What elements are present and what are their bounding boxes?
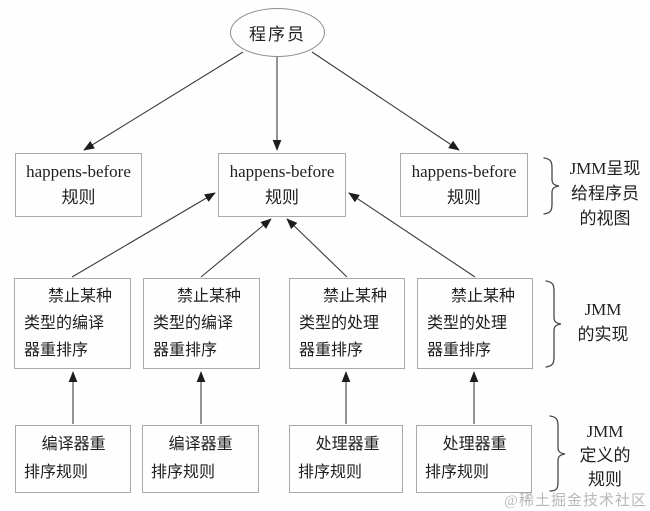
- arrow-line: [311, 51, 460, 151]
- impl-box-processor-1: 禁止某种 类型的处理 器重排序: [289, 278, 405, 369]
- brace-implementation: [545, 280, 562, 368]
- arrow-line: [71, 192, 216, 278]
- box-label: happens-before 规则: [26, 162, 131, 207]
- rule-box-processor-2: 处理器重 排序规则: [416, 425, 532, 493]
- happens-before-box-2: happens-before 规则: [218, 153, 346, 217]
- brace-rules: [549, 415, 566, 492]
- brace-view: [543, 157, 560, 215]
- arrow-line: [348, 192, 476, 278]
- rule-box-compiler-1: 编译器重 排序规则: [15, 425, 131, 493]
- watermark: @稀土掘金技术社区: [504, 493, 647, 509]
- impl-box-compiler-2: 禁止某种 类型的编译 器重排序: [143, 278, 260, 369]
- box-label: 处理器重 排序规则: [298, 436, 380, 481]
- box-label: 禁止某种 类型的编译 器重排序: [153, 288, 242, 359]
- box-label: happens-before 规则: [411, 162, 517, 207]
- box-label: 禁止某种 类型的编译 器重排序: [24, 288, 113, 359]
- box-label: 编译器重 排序规则: [24, 436, 106, 481]
- arrow-line: [286, 218, 348, 278]
- box-label: 禁止某种 类型的处理 器重排序: [427, 288, 516, 359]
- rule-box-compiler-2: 编译器重 排序规则: [142, 425, 259, 493]
- annotation-jmm-implementation: JMM 的实现: [577, 300, 629, 344]
- happens-before-box-1: happens-before 规则: [15, 153, 142, 217]
- programmer-node: 程序员: [230, 8, 325, 57]
- arrow-line: [200, 218, 272, 278]
- annotation-jmm-view: JMM呈现 给程序员 的视图: [569, 159, 641, 228]
- impl-box-processor-2: 禁止某种 类型的处理 器重排序: [417, 278, 533, 369]
- box-label: happens-before 规则: [229, 162, 335, 207]
- box-label: 禁止某种 类型的处理 器重排序: [299, 288, 388, 359]
- arrow-line: [83, 51, 244, 151]
- rule-box-processor-1: 处理器重 排序规则: [289, 425, 403, 493]
- annotation-jmm-rules: JMM 定义的 规则: [579, 422, 631, 489]
- box-label: 编译器重 排序规则: [151, 436, 233, 481]
- box-label: 处理器重 排序规则: [425, 436, 507, 481]
- happens-before-box-3: happens-before 规则: [400, 153, 528, 217]
- programmer-label: 程序员: [249, 25, 306, 44]
- impl-box-compiler-1: 禁止某种 类型的编译 器重排序: [14, 278, 131, 369]
